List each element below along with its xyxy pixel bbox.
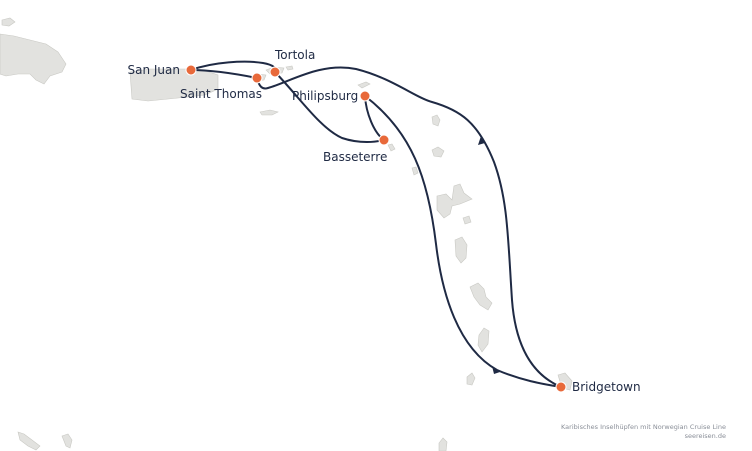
port-dot-san-juan[interactable] [185,64,197,76]
cruise-route [190,60,562,388]
island-small-top-left [1,17,16,27]
island-dominica [454,236,468,264]
island-anguilla [357,81,371,89]
island-st-kitts [387,143,396,152]
attribution-source: seereisen.de [684,432,726,440]
port-label-bridgetown: Bridgetown [572,380,641,394]
attribution-title: Karibisches Inselhüpfen mit Norwegian Cr… [561,423,726,431]
island-anegada [285,65,294,71]
port-dot-bridgetown[interactable] [555,381,567,393]
island-st-vincent [466,372,476,386]
island-antigua [431,114,441,127]
island-barbuda [431,146,445,158]
port-label-saint-thomas: Saint Thomas [180,87,262,101]
route-arrow-northbound [478,136,485,145]
island-hispaniola [0,33,67,85]
port-label-philipsburg: Philipsburg [292,89,358,103]
route-leg-philipsburg-bridgetown [364,95,562,388]
port-dot-tortola[interactable] [269,66,281,78]
port-label-tortola: Tortola [274,48,315,62]
port-dot-saint-thomas[interactable] [251,72,263,84]
land-bottom-left-2 [61,433,73,449]
island-guadeloupe [436,183,473,219]
island-marie-galante [462,215,472,225]
land-bottom-left-1 [17,431,41,451]
island-montserrat [411,166,419,176]
route-leg-tortola-basseterre [274,71,385,143]
port-dot-philipsburg[interactable] [359,90,371,102]
island-grenada [438,437,448,451]
route-arrow-southbound [492,366,500,374]
ports: San Juan Saint Thomas Tortola Philipsbur… [128,48,641,394]
port-label-basseterre: Basseterre [323,150,387,164]
island-st-croix [259,109,279,116]
island-martinique [469,282,493,311]
island-puerto-rico [129,68,219,102]
port-label-san-juan: San Juan [128,63,181,77]
route-leg-bridgetown-saint-thomas [256,66,562,388]
route-leg-saint-thomas-san-juan [190,69,258,79]
island-st-lucia [477,327,490,353]
map-attribution: Karibisches Inselhüpfen mit Norwegian Cr… [561,423,726,441]
port-dot-basseterre[interactable] [378,134,390,146]
